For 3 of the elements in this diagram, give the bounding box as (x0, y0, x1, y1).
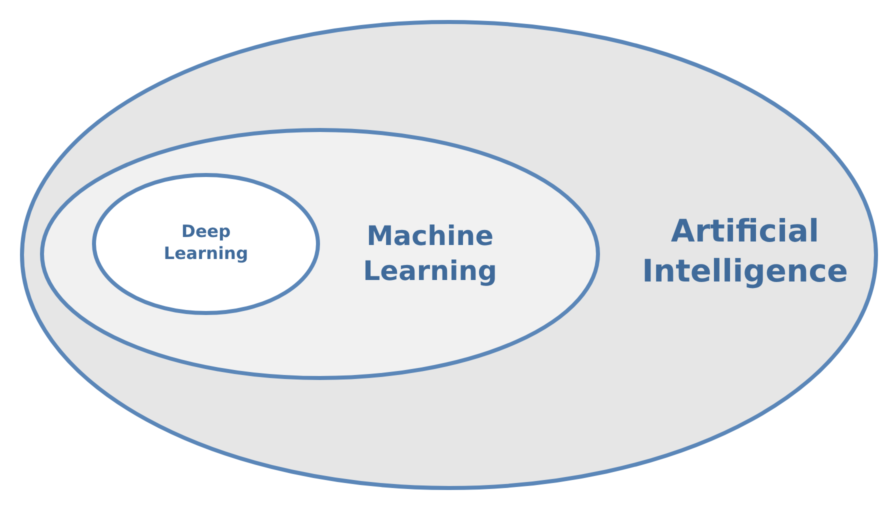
ellipse-label: Artificial Intelligence (640, 212, 849, 292)
ellipse-label: Machine Learning (362, 220, 498, 289)
ellipse-label: Deep Learning (162, 220, 250, 266)
